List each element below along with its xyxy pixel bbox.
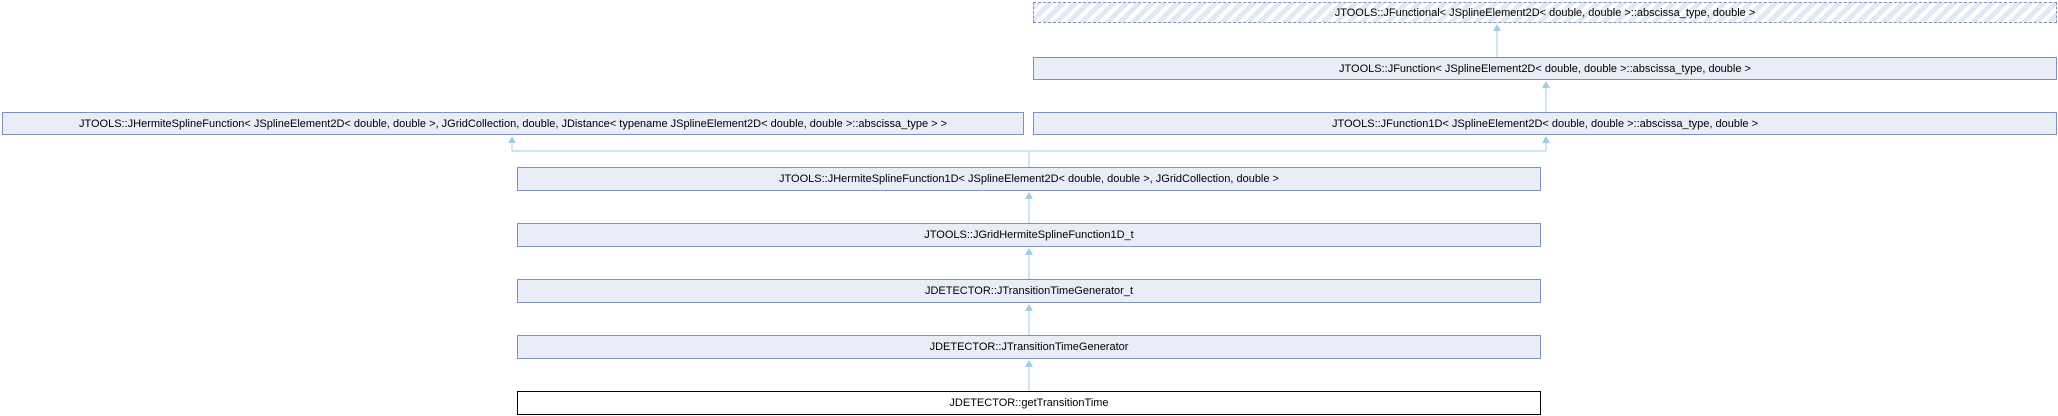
node-jdetector-gettransitiontime-current: JDETECTOR::getTransitionTime [517, 391, 1541, 415]
arrowhead-icon [508, 136, 516, 143]
arrowhead-icon [1542, 81, 1550, 88]
node-jtools-jgridhermitesplinefunction1d-t[interactable]: JTOOLS::JGridHermiteSplineFunction1D_t [517, 223, 1541, 247]
node-jtools-jhermitesplinefunction1d[interactable]: JTOOLS::JHermiteSplineFunction1D< JSplin… [517, 167, 1541, 191]
arrowhead-icon [1025, 304, 1033, 311]
node-jtools-jfunction[interactable]: JTOOLS::JFunction< JSplineElement2D< dou… [1033, 57, 2057, 80]
arrowhead-icon [1025, 360, 1033, 367]
node-jdetector-jtransitiontimegenerator[interactable]: JDETECTOR::JTransitionTimeGenerator [517, 335, 1541, 359]
node-jtools-jfunction1d[interactable]: JTOOLS::JFunction1D< JSplineElement2D< d… [1033, 112, 2057, 135]
node-jtools-jhermitesplinefunction[interactable]: JTOOLS::JHermiteSplineFunction< JSplineE… [2, 112, 1024, 135]
arrowhead-icon [1025, 248, 1033, 255]
arrowhead-icon [1493, 24, 1501, 31]
edge-jhermitesplinefunction1d-branch [511, 143, 1547, 167]
node-jdetector-jtransitiontimegenerator-t[interactable]: JDETECTOR::JTransitionTimeGenerator_t [517, 279, 1541, 303]
arrowhead-icon [1025, 192, 1033, 199]
arrowhead-icon [1542, 136, 1550, 143]
node-jtools-jfunctional: JTOOLS::JFunctional< JSplineElement2D< d… [1033, 2, 2057, 23]
